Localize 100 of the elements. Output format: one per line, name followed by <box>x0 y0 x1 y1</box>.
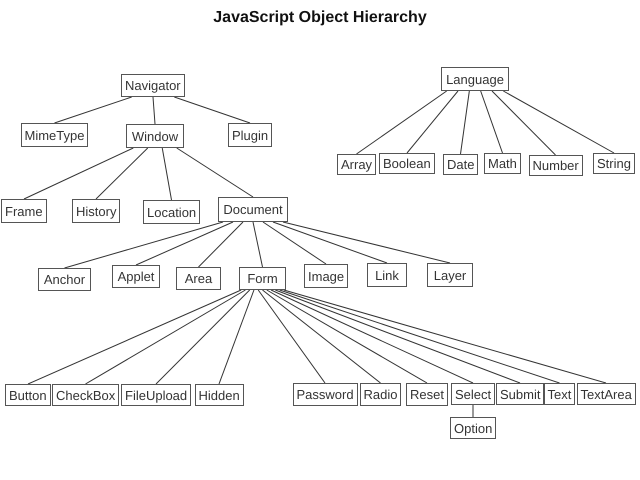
object-box <box>1 199 47 223</box>
object-box <box>360 383 402 406</box>
object-box <box>544 383 576 405</box>
object-name: Reset <box>410 387 444 402</box>
object-box <box>337 154 376 175</box>
object-box <box>112 265 160 288</box>
object-name: Math <box>488 156 517 171</box>
object-name: Document <box>223 202 283 217</box>
object-box <box>228 123 272 147</box>
connector-line <box>480 90 503 154</box>
object-name: Navigator <box>125 78 181 93</box>
object-box <box>126 124 184 148</box>
connector-line <box>472 404 474 418</box>
connector-line <box>96 148 148 200</box>
connector-line <box>262 222 326 264</box>
object-name: Array <box>341 157 372 172</box>
object-name: Applet <box>118 269 154 284</box>
object-box <box>367 263 407 287</box>
object-box <box>451 383 496 405</box>
connector-line <box>28 290 242 384</box>
object-box <box>52 384 120 406</box>
object-box <box>38 268 91 291</box>
connector-line <box>282 222 450 264</box>
object-box <box>72 199 120 223</box>
object-name: MimeType <box>24 128 84 142</box>
object-box <box>239 267 286 290</box>
object-box <box>496 383 544 405</box>
object-box <box>176 267 221 290</box>
object-name: Text <box>548 386 572 402</box>
object-box <box>576 383 636 405</box>
connector-line <box>266 290 428 384</box>
object-box <box>406 383 448 406</box>
object-name: TextArea <box>580 386 632 402</box>
connector-line <box>156 290 250 384</box>
connector-line <box>502 90 614 154</box>
connector-line <box>152 96 156 124</box>
object-name: Number <box>532 158 579 173</box>
object-name: CheckBox <box>56 388 116 402</box>
object-name: Window <box>132 128 178 144</box>
object-name: History <box>76 204 116 218</box>
object-box <box>528 155 583 176</box>
object-name: Button <box>9 388 47 402</box>
diagram-title: JavaScript Object Hierarchy <box>213 8 427 27</box>
connector-line <box>176 148 254 198</box>
object-box <box>450 417 496 439</box>
object-box <box>427 263 473 287</box>
connector-line <box>406 90 458 154</box>
object-name: Submit <box>500 386 540 402</box>
connector-line <box>262 290 381 384</box>
object-name: Hidden <box>198 388 240 402</box>
object-name: Frame <box>5 204 43 218</box>
connector-line <box>356 90 448 154</box>
object-box <box>143 200 200 224</box>
connector-line <box>492 90 556 156</box>
connector-line <box>54 96 132 124</box>
object-box <box>20 123 88 147</box>
object-name: Anchor <box>44 272 86 287</box>
object-name: Radio <box>364 387 398 402</box>
object-name: Option <box>454 420 492 436</box>
object-box <box>484 153 521 174</box>
connector-line <box>460 90 470 154</box>
object-box <box>593 153 635 174</box>
object-name: Location <box>147 204 196 220</box>
connector-line <box>64 222 224 268</box>
object-name: Image <box>308 268 344 284</box>
object-box <box>443 154 478 175</box>
object-name: Date <box>447 157 474 172</box>
object-box <box>5 384 51 406</box>
object-box <box>292 383 358 406</box>
object-name: Plugin <box>232 128 268 142</box>
object-name: String <box>597 156 631 171</box>
object-name: Link <box>375 268 399 282</box>
connector-line <box>162 148 172 200</box>
connector-line <box>258 290 326 384</box>
object-name: Select <box>455 386 492 402</box>
connector-line <box>218 290 254 384</box>
object-name: Area <box>184 271 212 286</box>
connector-line <box>85 290 246 384</box>
object-name: Form <box>247 271 278 286</box>
object-box <box>304 264 348 288</box>
connector-line <box>198 222 244 268</box>
object-box <box>194 384 244 406</box>
object-name: Boolean <box>383 156 431 171</box>
object-name: Language <box>446 72 504 86</box>
connector-line <box>283 290 606 384</box>
object-name: Password <box>296 387 354 402</box>
object-box <box>379 153 435 174</box>
connector-line <box>270 290 474 384</box>
connector-line <box>279 290 560 384</box>
connector-line <box>136 222 234 266</box>
object-box <box>441 67 509 91</box>
object-name: Layer <box>434 268 466 282</box>
object-box <box>121 74 185 97</box>
connector-line <box>274 290 520 384</box>
connector-line <box>252 222 263 268</box>
object-box <box>218 197 288 222</box>
connector-line <box>174 96 250 124</box>
connector-line <box>24 148 134 200</box>
connector-line <box>272 222 388 264</box>
object-box <box>121 384 192 406</box>
